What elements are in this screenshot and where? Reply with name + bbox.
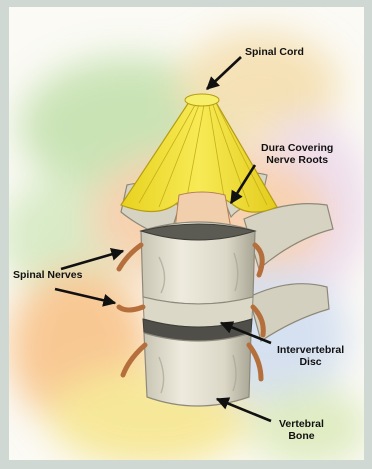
spine-illustration	[9, 7, 364, 460]
label-spinal-nerves: Spinal Nerves	[13, 270, 82, 282]
label-vertebral-bone: Vertebral Bone	[279, 419, 324, 442]
label-dura: Dura Covering Nerve Roots	[261, 143, 333, 166]
label-intervertebral-disc: Intervertebral Disc	[277, 345, 344, 368]
illustration-panel: Spinal Cord Dura Covering Nerve Roots Sp…	[9, 7, 364, 460]
vertebral-column	[141, 222, 255, 406]
label-spinal-cord: Spinal Cord	[245, 47, 304, 59]
